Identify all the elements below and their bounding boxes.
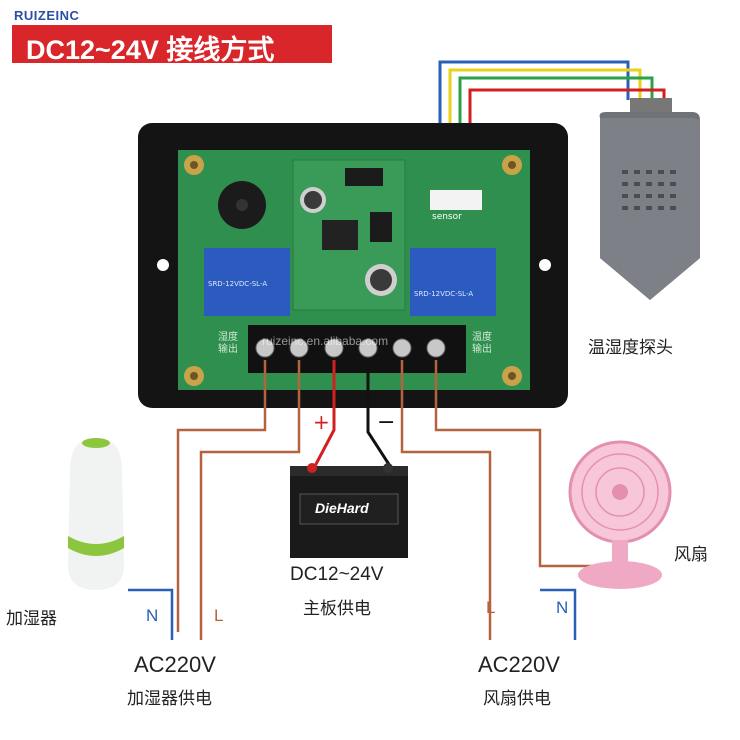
inductor: [322, 220, 358, 250]
watermark: ruizeinc.en.alibaba.com: [262, 334, 389, 348]
fan-supply-caption: 风扇供电: [483, 689, 551, 709]
fan-wires: [400, 360, 620, 640]
relay-left-text: SRD-12VDC-SL-A: [208, 280, 268, 288]
mount-hole: [157, 259, 169, 271]
diagram-title: DC12~24V 接线方式: [26, 35, 275, 65]
fan-caption: 风扇: [674, 545, 708, 565]
sensor-caption: 温湿度探头: [588, 338, 673, 358]
humidifier-n-label: N: [146, 606, 159, 625]
battery: [290, 463, 408, 558]
fan-n-label: N: [556, 598, 569, 617]
sensor-board-label: sensor: [432, 212, 462, 222]
terminal-screws: [255, 338, 446, 358]
battery-brand: DieHard: [315, 500, 369, 516]
fan-l-label: L: [486, 598, 496, 617]
humidifier: [68, 438, 124, 590]
sensor-probe: [599, 98, 700, 300]
terminal-right-label: 温度 输出: [472, 332, 492, 355]
battery-caption: 主板供电: [303, 599, 371, 619]
relay-right: [410, 248, 496, 316]
sensor-connector: [430, 190, 482, 210]
brand-logo: RUIZEINC: [14, 8, 80, 23]
battery-wires: [313, 360, 392, 467]
plus-sign: +: [313, 410, 330, 434]
mount-hole: [539, 259, 551, 271]
battery-voltage: DC12~24V: [290, 564, 384, 585]
humidifier-caption: 加湿器: [6, 609, 57, 629]
fan-supply-voltage: AC220V: [478, 652, 560, 677]
humidifier-supply-voltage: AC220V: [134, 652, 216, 677]
fan: [568, 440, 672, 589]
humidifier-wires: [128, 360, 301, 640]
relay-right-text: SRD-12VDC-SL-A: [414, 290, 474, 298]
humidifier-l-label: L: [214, 606, 224, 625]
terminal-left-label: 湿度 输出: [218, 332, 238, 355]
title-banner: DC12~24V 接线方式: [12, 25, 332, 65]
minus-sign: −: [377, 410, 396, 435]
relay-left: [204, 248, 290, 316]
humidifier-supply-caption: 加湿器供电: [127, 689, 212, 709]
